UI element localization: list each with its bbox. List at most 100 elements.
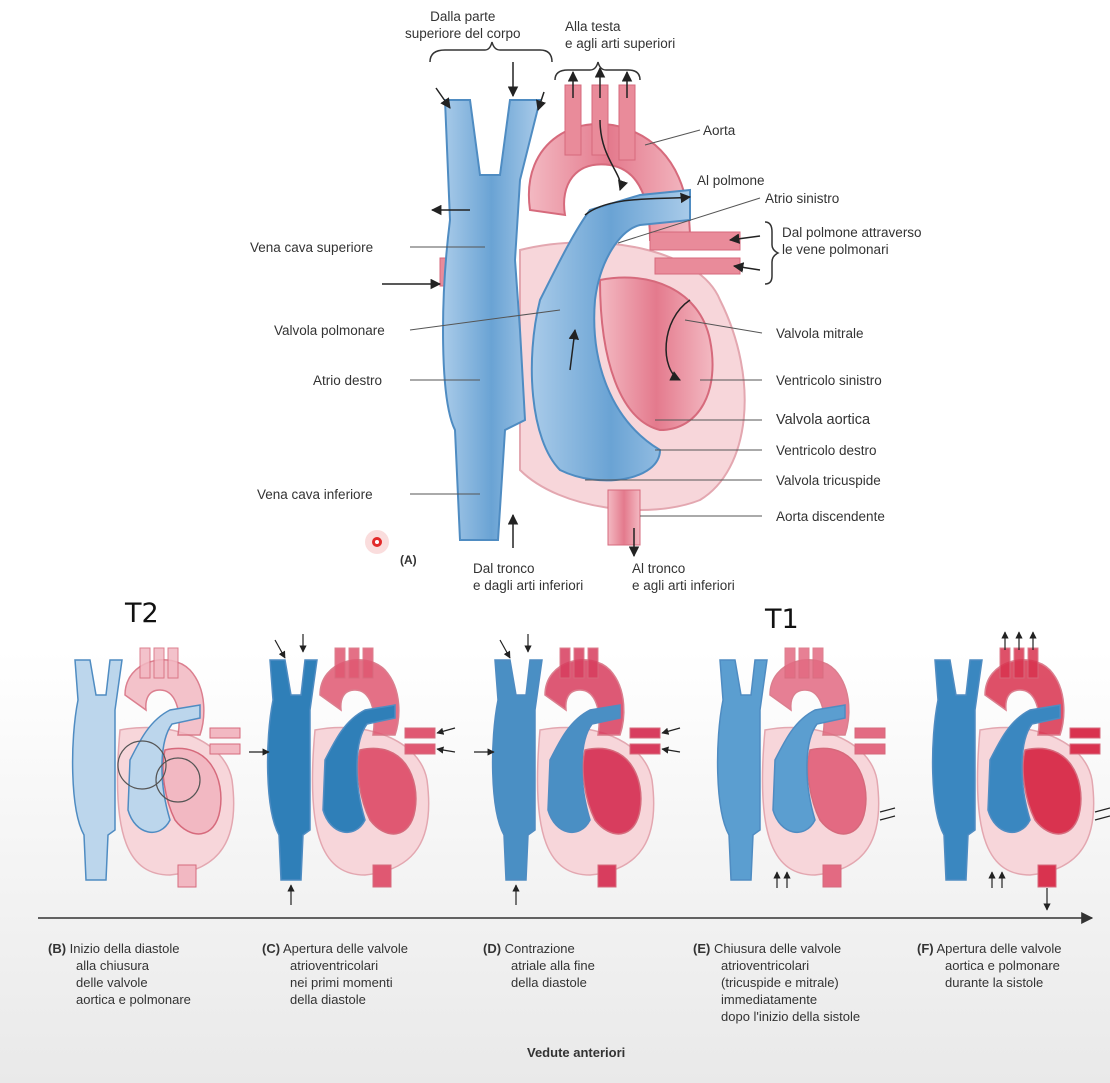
panel-letter-a: (A) [400,553,417,567]
phase-vena-cava [71,659,123,881]
phase-head-vessel [348,647,360,679]
label-to-trunk: Al tronco e agli arti inferiori [632,561,735,593]
phase-head-vessel [784,647,796,679]
phase-descending-aorta [177,864,197,888]
phase-head-vessel [153,647,165,679]
phase-body: atriale alla fine della diastole [511,958,595,990]
phase-body: atrioventricolari (tricuspide e mitrale)… [721,958,861,1024]
phase-descending-aorta [597,864,617,888]
phase-head-vessel [139,647,151,679]
phase-caption-title: (C) Apertura delle valvole [262,940,408,957]
phase-head-vessel [812,647,824,679]
phase-letter: (D) [483,941,502,956]
phase-caption-title: (E) Chiusura delle valvole [693,940,860,957]
phase-letter: (E) [693,941,711,956]
phase-vena-cava [716,659,768,881]
t1-marker: T1 [765,604,799,635]
label-ivc: Vena cava inferiore [257,487,373,502]
flow-arrow [661,746,681,754]
contraction-mark [1094,807,1110,813]
label-tricuspid-valve: Valvola tricuspide [776,473,881,488]
label-upper-body: Dalla parte superiore del corpo [405,9,521,41]
flow-arrow [436,727,456,735]
phase-title: Apertura delle valvole [933,941,1062,956]
flow-arrow [661,727,681,735]
phase-body: atrioventricolari nei primi momenti dell… [290,958,393,1007]
phase-pulmonary-vein [404,727,436,739]
right-ventricle-shape [530,188,691,482]
phase-head-vessel [999,647,1011,679]
phase-head-vessel [1027,647,1039,679]
phase-right-ventricle [547,704,621,834]
phase-right-ventricle [987,704,1061,834]
phase-title: Chiusura delle valvole [710,941,842,956]
t2-marker: T2 [125,598,159,629]
valve-highlight [117,740,167,790]
phase-title: Contrazione [501,941,575,956]
label-from-trunk: Dal tronco e dagli arti inferiori [473,561,584,593]
phase-caption-title: (D) Contrazione [483,940,595,957]
phase-head-vessel [167,647,179,679]
phase-title: Apertura delle valvole [280,941,408,956]
phase-pulmonary-vein [854,727,886,739]
phase-head-vessel [559,647,571,679]
main-heart-diagram [365,41,780,558]
label-left-atrium: Atrio sinistro [765,191,840,206]
phase-vena-cava [491,659,543,881]
label-desc-aorta: Aorta discendente [776,509,885,524]
phase-title: Inizio della diastole [66,941,180,956]
phase-pulmonary-vein [209,743,241,755]
phase-left-ventricle [162,747,222,835]
phase-right-ventricle [322,704,396,834]
label-right-atrium: Atrio destro [313,373,383,388]
label-mitral-valve: Valvola mitrale [776,326,864,341]
label-pulmonary-valve: Valvola polmonare [274,323,385,338]
phase-letter: (B) [48,941,67,956]
phase-vena-cava [266,659,318,881]
phase-descending-aorta [372,864,392,888]
phase-head-vessel [362,647,374,679]
phase-head-vessel [1013,647,1025,679]
phase-left-ventricle [582,747,642,835]
label-aorta: Aorta [703,123,736,138]
valve-highlight [155,757,201,803]
footer-caption: Vedute anteriori [527,1045,626,1060]
phase-pulmonary-vein [854,743,886,755]
phase-pulmonary-vein [629,727,661,739]
left-ventricle-shape [598,276,714,432]
phase-descending-aorta [822,864,842,888]
label-head-arms: Alla testa e agli arti superiori [565,19,676,51]
flow-arrow [436,746,456,754]
phase-caption-title: (F) Apertura delle valvole [917,940,1062,957]
phase-right-ventricle [127,704,201,834]
label-aortic-valve: Valvola aortica [776,412,871,428]
phase-left-ventricle [357,747,417,835]
contraction-mark [879,815,896,821]
phase-pulmonary-vein [629,743,661,755]
label-right-ventricle: Ventricolo destro [776,443,877,458]
flow-arrow [274,639,286,659]
phase-right-ventricle [772,704,846,834]
phase-head-vessel [334,647,346,679]
phase-letter: (F) [917,941,934,956]
phase-body: aortica e polmonare durante la sistole [945,958,1060,990]
flow-arrow [499,639,511,659]
phase-pulmonary-vein [1069,743,1101,755]
phase-pulmonary-vein [209,727,241,739]
phase-head-vessel [798,647,810,679]
phase-descending-aorta [1037,864,1057,888]
phase-caption-title: (B) Inizio della diastole [48,940,191,957]
phase-left-ventricle [807,747,867,835]
phase-body: alla chiusura delle valvole aortica e po… [76,958,191,1007]
label-from-lung: Dal polmone attraverso le vene polmonari [782,225,922,257]
label-left-ventricle: Ventricolo sinistro [776,373,882,388]
phase-letter: (C) [262,941,281,956]
label-svc: Vena cava superiore [250,240,374,255]
